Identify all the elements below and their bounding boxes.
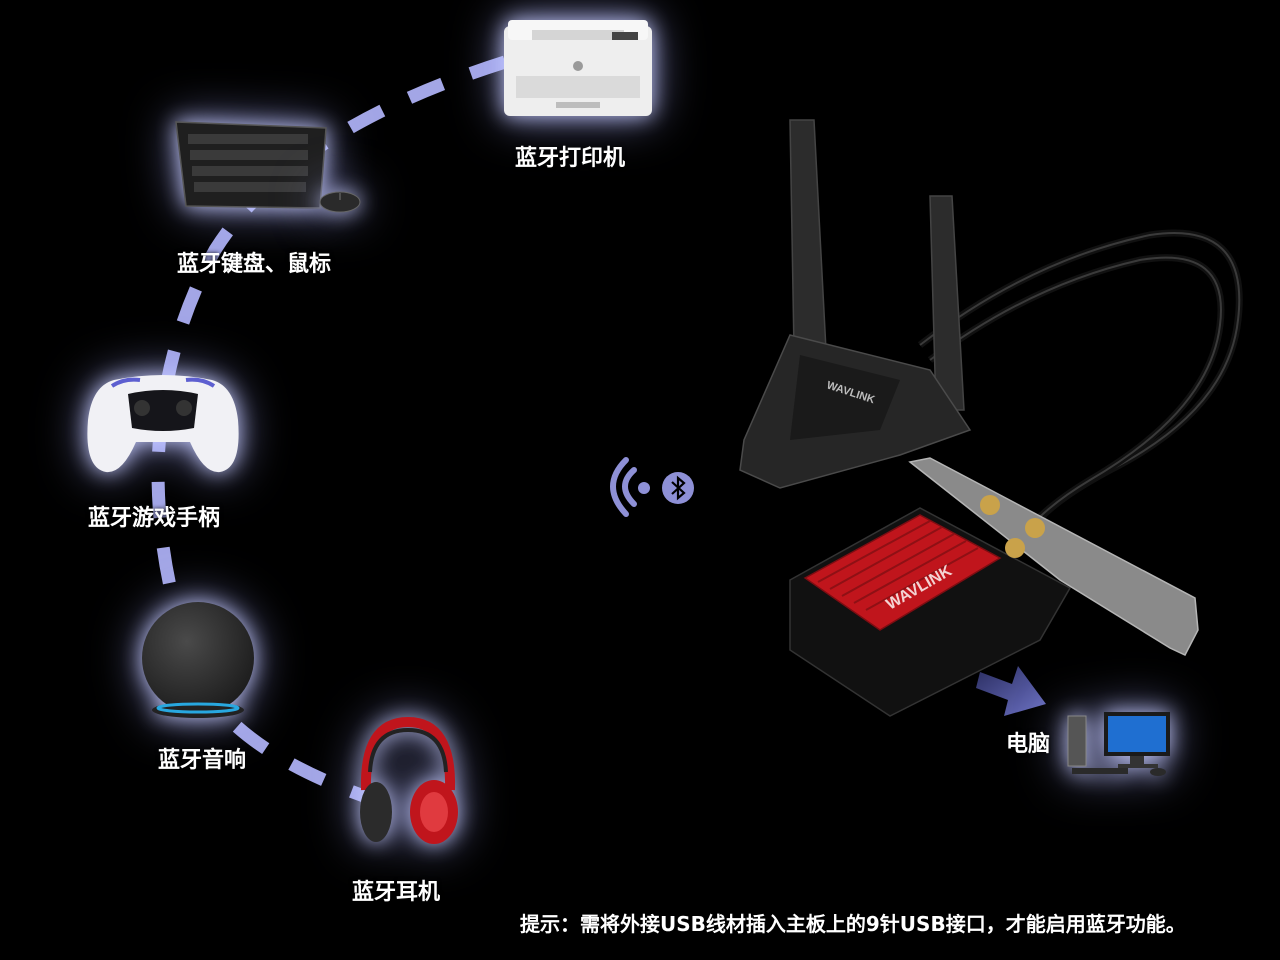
headphones-label: 蓝牙耳机 xyxy=(352,880,441,905)
computer-icon xyxy=(1066,708,1176,782)
headphones-icon xyxy=(356,716,460,852)
mouse-icon xyxy=(318,190,362,218)
pcie-wifi-card-image: WAVLINK WAVLINK xyxy=(739,119,1243,717)
gamepad-label: 蓝牙游戏手柄 xyxy=(88,506,221,531)
keyboard-label: 蓝牙键盘、鼠标 xyxy=(177,252,332,277)
bluetooth-icon xyxy=(662,472,694,504)
arrow-to-computer-icon xyxy=(976,666,1046,716)
keyboard-icon xyxy=(170,118,330,214)
speaker-icon xyxy=(136,602,260,724)
gamepad-icon xyxy=(84,372,242,480)
wireless-signal-icon xyxy=(610,457,650,517)
speaker-label: 蓝牙音响 xyxy=(158,748,247,773)
bluetooth-usb-hint: 提示：需将外接USB线材插入主板上的9针USB接口，才能启用蓝牙功能。 xyxy=(520,912,1186,936)
printer-label: 蓝牙打印机 xyxy=(515,146,626,171)
printer-icon xyxy=(502,18,654,124)
computer-label: 电脑 xyxy=(1006,732,1051,757)
